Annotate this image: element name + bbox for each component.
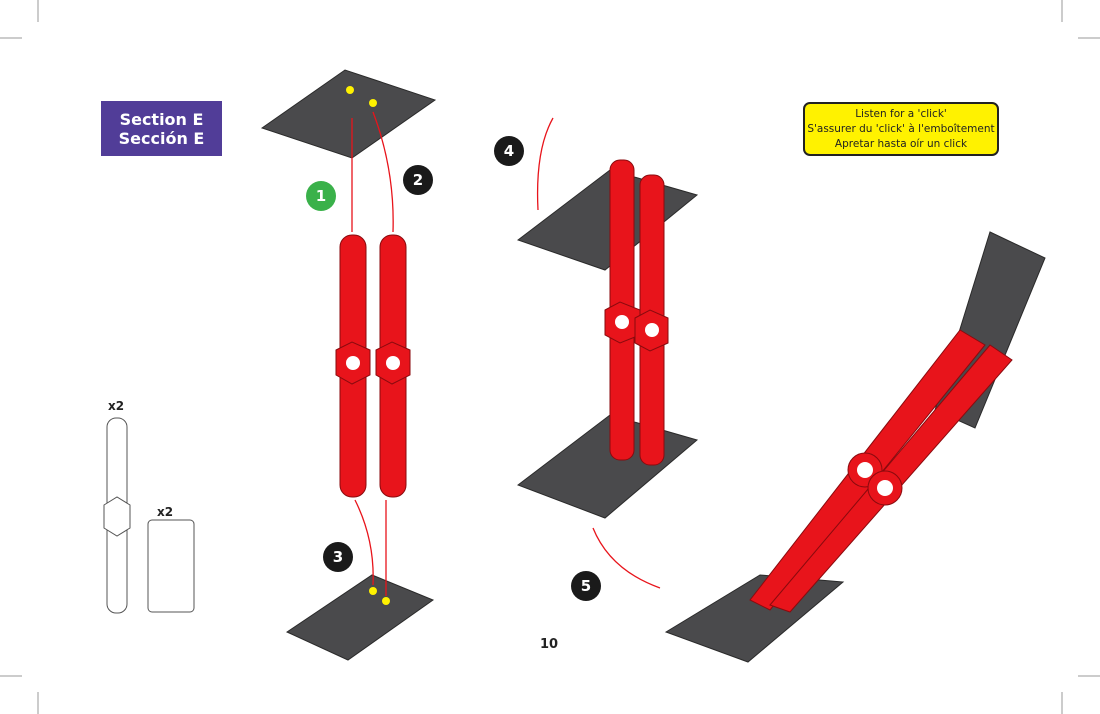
click-markers: [346, 86, 390, 605]
step-3-badge: 3: [323, 542, 353, 572]
hub-holes: [346, 315, 893, 496]
section-title-es: Sección E: [118, 128, 205, 148]
plate-quantity: x2: [157, 505, 174, 519]
rotate-arrow-5: [592, 527, 661, 589]
step-2-badge: 2: [403, 165, 433, 195]
strut-quantity: x2: [108, 399, 125, 413]
section-title-en: Section E: [119, 109, 204, 129]
plate-folded-bottom: [664, 574, 845, 663]
parts-list: [103, 417, 195, 614]
step-1-badge: 1: [306, 181, 336, 211]
note-es: Apretar hasta oír un click: [834, 137, 968, 150]
plate-assembled-top: [516, 169, 699, 271]
page-number: 10: [540, 637, 559, 652]
section-label: Section E Sección E: [101, 101, 222, 156]
step-5-badge: 5: [571, 571, 601, 601]
plate-assembled-bottom: [516, 414, 699, 519]
click-note: Listen for a 'click' S'assurer du 'click…: [803, 102, 999, 156]
plate-top: [260, 69, 437, 159]
note-fr: S'assurer du 'click' à l'emboîtement: [807, 122, 995, 135]
step-4-badge: 4: [494, 136, 524, 166]
arrows: [351, 111, 661, 596]
note-en: Listen for a 'click': [855, 107, 947, 120]
struts: [335, 159, 1013, 613]
rotate-arrow-4: [536, 117, 554, 211]
plate-bottom: [285, 574, 435, 661]
